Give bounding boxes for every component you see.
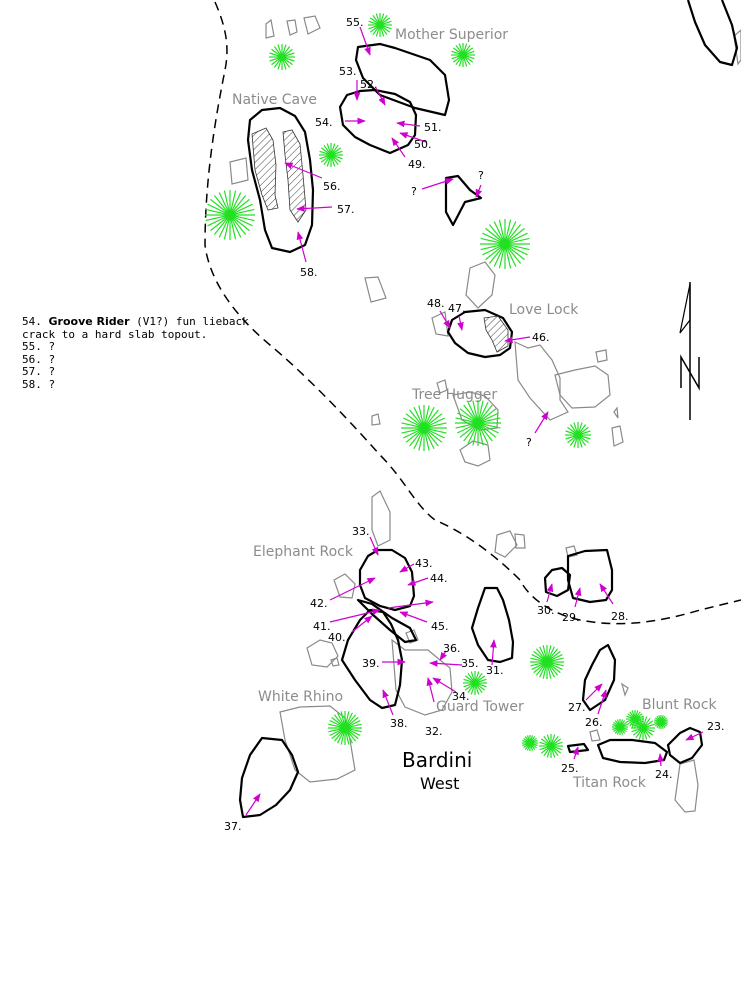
legend-entry-54-line2: crack to a hard slab topout. bbox=[22, 327, 208, 341]
route-label: 56. bbox=[323, 180, 341, 193]
route-label: 58. bbox=[300, 266, 318, 279]
area-label-love-lock: Love Lock bbox=[509, 302, 579, 318]
route-label: 47. bbox=[448, 302, 466, 315]
rock-37 bbox=[238, 736, 300, 819]
tree-icon bbox=[480, 219, 530, 269]
rock-love-lock bbox=[446, 308, 514, 359]
tree-icon bbox=[631, 716, 655, 740]
tree-icon bbox=[522, 735, 538, 751]
tree-icon bbox=[539, 734, 563, 758]
map-subtitle: West bbox=[420, 774, 459, 793]
area-label-titan-rock: Titan Rock bbox=[572, 775, 647, 791]
tree-icon bbox=[565, 422, 591, 448]
route-label: 25. bbox=[561, 762, 579, 775]
route-label: 50. bbox=[414, 138, 432, 151]
rock-26 bbox=[581, 643, 617, 712]
area-label-mother-superior: Mother Superior bbox=[395, 27, 508, 43]
rock-28 bbox=[566, 548, 614, 604]
route-label: 36. bbox=[443, 642, 461, 655]
route-legend: 54. Groove Rider (V1?) fun lieback crack… bbox=[22, 315, 262, 391]
rock-question bbox=[444, 174, 483, 227]
route-label: 39. bbox=[362, 657, 380, 670]
route-label: 40. bbox=[328, 631, 346, 644]
route-label: 44. bbox=[430, 572, 448, 585]
route-label: 27. bbox=[568, 701, 586, 714]
route-label: 26. bbox=[585, 716, 603, 729]
route-label: 33. bbox=[352, 525, 370, 538]
trees bbox=[205, 13, 668, 758]
rock-30 bbox=[543, 566, 572, 598]
route-label: ? bbox=[411, 185, 417, 198]
route-label: 41. bbox=[313, 620, 331, 633]
route-label: 42. bbox=[310, 597, 328, 610]
route-label: 32. bbox=[425, 725, 443, 738]
route-label: 29. bbox=[562, 611, 580, 624]
rock-blunt bbox=[666, 726, 704, 765]
legend-entry-name: Groove Rider bbox=[48, 315, 130, 328]
tree-icon bbox=[319, 143, 343, 167]
area-label-elephant-rock: Elephant Rock bbox=[253, 544, 354, 560]
tree-icon bbox=[451, 43, 475, 67]
trail-path bbox=[204, 1, 741, 625]
rock-far-ne bbox=[686, 0, 739, 67]
route-label: ? bbox=[526, 436, 532, 449]
route-label: 34. bbox=[452, 690, 470, 703]
route-label: 54. bbox=[315, 116, 333, 129]
route-label: 38. bbox=[390, 717, 408, 730]
legend-entry-56: 56. ? bbox=[22, 352, 56, 366]
rock-40 bbox=[340, 608, 404, 710]
rock-native-cave bbox=[246, 106, 315, 254]
legend-entry-55: 55. ? bbox=[22, 340, 56, 353]
map-title: Bardini bbox=[402, 748, 472, 772]
tree-icon bbox=[654, 715, 668, 729]
rock-mother-superior bbox=[354, 42, 451, 117]
route-label: 28. bbox=[611, 610, 629, 623]
rock-25 bbox=[566, 742, 590, 754]
route-label: 55. bbox=[346, 16, 364, 29]
route-label: 49. bbox=[408, 158, 426, 171]
route-label: 23. bbox=[707, 720, 725, 733]
tree-icon bbox=[463, 671, 487, 695]
tree-icon bbox=[401, 405, 447, 451]
legend-entry-54: 54. Groove Rider (V1?) fun lieback bbox=[22, 315, 262, 329]
area-label-white-rhino: White Rhino bbox=[258, 689, 343, 705]
tree-icon bbox=[612, 719, 628, 735]
route-label: 46. bbox=[532, 331, 550, 344]
tree-icon bbox=[205, 190, 255, 240]
tree-icon bbox=[530, 645, 564, 679]
route-label: 37. bbox=[224, 820, 242, 833]
legend-entry-number: 54. bbox=[22, 315, 42, 328]
route-label: 35. bbox=[461, 657, 479, 670]
area-label-native-cave: Native Cave bbox=[232, 92, 317, 108]
route-labels: 23. 24. 25. 26. 27. 28. 29. 30. 31. 32. … bbox=[224, 16, 725, 833]
route-label: 48. bbox=[427, 297, 445, 310]
north-arrow-icon bbox=[679, 282, 700, 420]
route-label: 57. bbox=[337, 203, 355, 216]
route-arrows bbox=[245, 26, 704, 816]
route-label: 31. bbox=[486, 664, 504, 677]
route-label: 43. bbox=[415, 557, 433, 570]
route-label: 30. bbox=[537, 604, 555, 617]
route-label: 45. bbox=[431, 620, 449, 633]
tree-icon bbox=[328, 711, 362, 745]
route-label: 24. bbox=[655, 768, 673, 781]
area-label-guard-tower: Guard Tower bbox=[436, 699, 524, 715]
route-label: 53. bbox=[339, 65, 357, 78]
tree-icon bbox=[269, 44, 295, 70]
legend-entry-57: 57. ? bbox=[22, 365, 56, 378]
legend-entry-rest: (V1?) fun lieback bbox=[129, 315, 249, 328]
tree-icon bbox=[455, 400, 501, 446]
route-label: 51. bbox=[424, 121, 442, 134]
area-label-blunt-rock: Blunt Rock bbox=[642, 697, 718, 713]
rock-31 bbox=[470, 586, 515, 664]
tree-icon bbox=[368, 13, 392, 37]
rock-53-block bbox=[338, 88, 418, 155]
area-label-tree-hugger: Tree Hugger bbox=[411, 387, 497, 403]
route-label: 52. bbox=[360, 78, 378, 91]
route-label: ? bbox=[478, 169, 484, 182]
rock-titan bbox=[596, 738, 669, 765]
legend-entry-58: 58. ? bbox=[22, 377, 56, 391]
rock-elephant bbox=[358, 548, 416, 612]
